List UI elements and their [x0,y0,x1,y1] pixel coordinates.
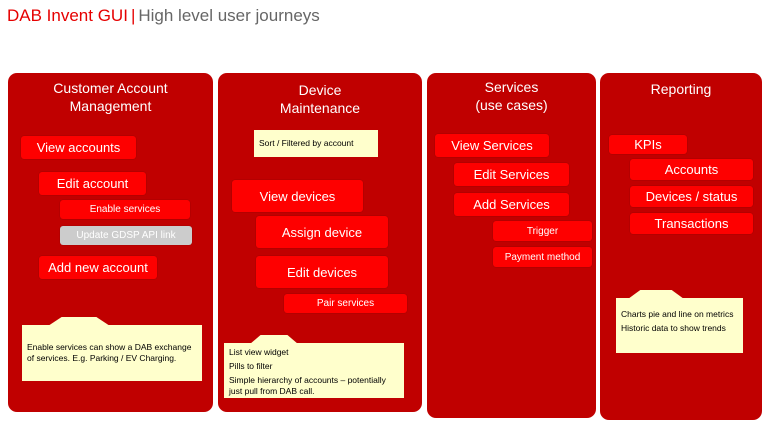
note-device-list: List view widget Pills to filter Simple … [224,343,404,398]
column-services: Services (use cases) View Services Edit … [427,73,596,418]
payment-method-button[interactable]: Payment method [493,247,592,267]
note-line: List view widget [229,347,289,357]
column-reporting: Reporting KPIs Accounts Devices / status… [600,73,762,420]
edit-account-button[interactable]: Edit account [39,172,146,195]
note-line: Simple hierarchy of accounts – potential… [229,375,386,396]
note-text: Sort / Filtered by account [259,138,354,148]
kpis-button[interactable]: KPIs [609,135,687,154]
heading-line: Customer Account [53,80,168,96]
heading-line: (use cases) [475,97,548,113]
accounts-report-button[interactable]: Accounts [630,159,753,180]
note-text: Enable services can show a DAB exchange … [27,342,192,363]
transactions-button[interactable]: Transactions [630,213,753,234]
heading-line: Reporting [650,81,712,97]
add-new-account-button[interactable]: Add new account [39,256,157,279]
column-heading: Services (use cases) [427,78,596,114]
title-separator: | [130,6,136,25]
enable-services-button[interactable]: Enable services [60,200,190,219]
update-gdsp-api-link-button[interactable]: Update GDSP API link [60,226,192,245]
heading-line: Maintenance [279,100,361,116]
note-reporting: Charts pie and line on metrics Historic … [616,298,743,353]
note-line: Charts pie and line on metrics [621,309,734,319]
page-title: DAB Invent GUI|High level user journeys [7,5,320,27]
devices-status-button[interactable]: Devices / status [630,186,753,207]
assign-device-button[interactable]: Assign device [256,216,388,248]
subtitle-text: High level user journeys [138,6,320,25]
heading-line: Management [69,98,152,114]
column-device-maintenance: Device Maintenance Sort / Filtered by ac… [218,73,422,412]
note-callout-pointer [48,317,110,326]
view-accounts-button[interactable]: View accounts [21,136,136,159]
title-text: DAB Invent GUI [7,6,128,25]
view-services-button[interactable]: View Services [435,134,549,157]
add-services-button[interactable]: Add Services [454,193,569,216]
note-line: Pills to filter [229,361,273,371]
column-heading: Device Maintenance [218,81,422,117]
heading-line: Services [484,79,539,95]
view-devices-button[interactable]: View devices [232,180,363,212]
pair-services-button[interactable]: Pair services [284,294,407,313]
note-enable-services: Enable services can show a DAB exchange … [22,325,202,381]
note-line: Historic data to show trends [621,323,726,333]
note-callout-pointer [250,335,298,344]
column-customer-account-management: Customer Account Management View account… [8,73,213,412]
heading-line: Device [298,82,342,98]
note-sort-filter: Sort / Filtered by account [254,130,378,157]
edit-devices-button[interactable]: Edit devices [256,256,388,288]
edit-services-button[interactable]: Edit Services [454,163,569,186]
note-callout-pointer [628,290,684,299]
column-heading: Customer Account Management [8,79,213,115]
column-heading: Reporting [600,80,762,98]
trigger-button[interactable]: Trigger [493,221,592,241]
